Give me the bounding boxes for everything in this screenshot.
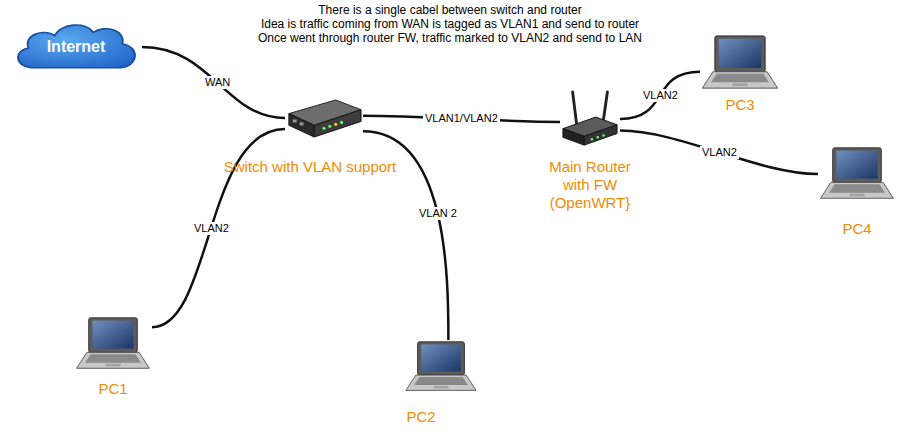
switch-icon <box>285 96 363 140</box>
note-text: There is a single cabel between switch a… <box>0 3 900 17</box>
device-label: Main Router with FW (OpenWRT} <box>540 158 640 212</box>
pc-laptop: PC4 <box>818 146 896 202</box>
vlan-label: VLAN2 <box>700 146 739 159</box>
internet-cloud: Internet <box>10 18 142 76</box>
device-label: PC3 <box>725 96 754 114</box>
device-label: PC2 <box>406 408 435 426</box>
laptop-icon <box>818 146 896 202</box>
pc-laptop: PC2 <box>404 340 478 394</box>
note-text: Idea is traffic coming from WAN is tagge… <box>0 17 900 31</box>
vlan-label: VLAN2 <box>192 222 231 235</box>
cable-connector <box>142 47 285 118</box>
vlan-label: WAN <box>203 76 232 89</box>
vlan-switch: Switch with VLAN support <box>285 96 363 140</box>
device-label: Switch with VLAN support <box>224 158 397 176</box>
router-icon <box>560 90 620 148</box>
cable-connector <box>620 72 700 119</box>
device-label: PC4 <box>842 220 871 238</box>
device-label: PC1 <box>98 380 127 398</box>
pc-laptop: PC3 <box>700 34 780 92</box>
cloud-label: Internet <box>10 38 142 56</box>
laptop-icon <box>74 316 152 372</box>
vlan-label: VLAN 2 <box>417 207 459 220</box>
vlan-label: VLAN1/VLAN2 <box>423 112 500 125</box>
pc-laptop: PC1 <box>74 316 152 372</box>
vlan-label: VLAN2 <box>641 89 680 102</box>
cable-connector <box>620 131 818 174</box>
laptop-icon <box>700 34 780 92</box>
main-router: Main Router with FW (OpenWRT} <box>560 90 620 148</box>
laptop-icon <box>404 340 478 394</box>
